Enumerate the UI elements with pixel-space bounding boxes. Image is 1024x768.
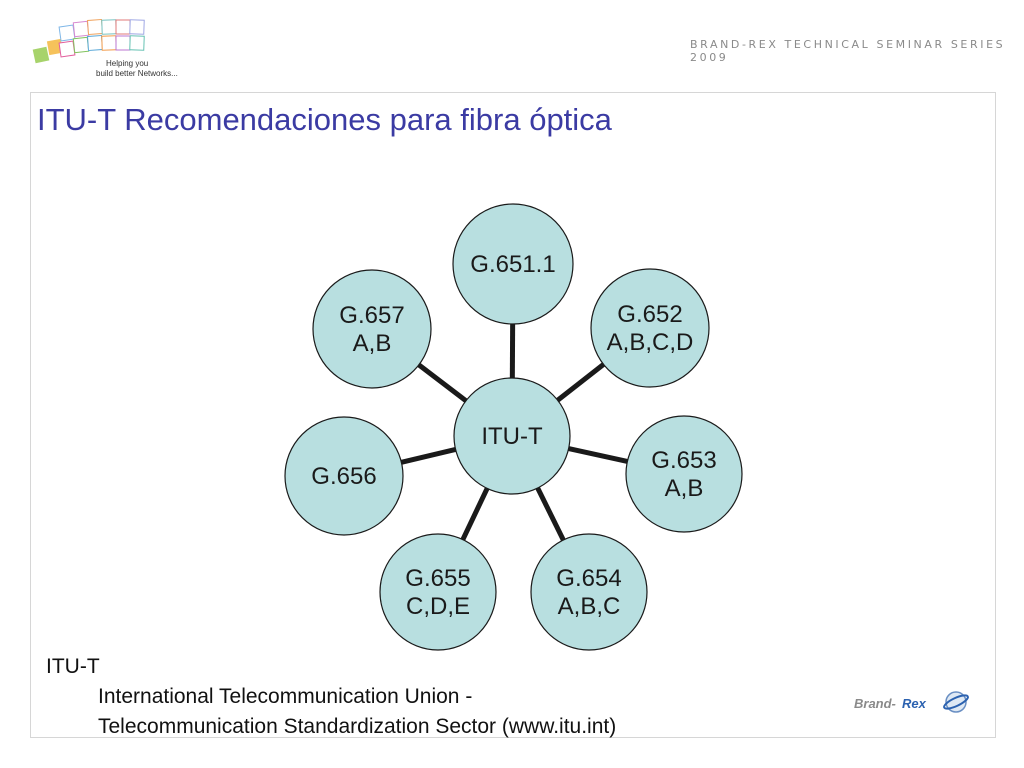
node-g6511-label-1: G.651.1: [470, 251, 555, 278]
connector-g653: [568, 446, 628, 464]
node-g652-label-2: A,B,C,D: [607, 329, 694, 356]
seminar-series-label: BRAND-REX TECHNICAL SEMINAR SERIES 2009: [690, 38, 1006, 64]
connector-g657: [417, 362, 468, 403]
node-g652-label-1: G.652: [617, 301, 682, 328]
node-g654-label-2: A,B,C: [558, 593, 621, 620]
connector-g656: [400, 447, 457, 465]
logo-tagline-2: build better Networks...: [96, 69, 178, 78]
node-g656-circle: [284, 416, 404, 536]
brand-rex-logo: Brand- Rex: [854, 691, 969, 713]
node-g655-label-2: C,D,E: [406, 593, 470, 620]
node-g6511: G.651.1: [452, 203, 574, 325]
better-networks-logo: Helping you build better Networks...: [32, 18, 178, 78]
slide-title: ITU-T Recomendaciones para fibra óptica: [37, 102, 612, 137]
hub-node-itu-t-circle: [453, 377, 571, 495]
node-g656-label-1: G.656: [311, 463, 376, 490]
node-g657-label-2: A,B: [353, 330, 392, 357]
connector-g655: [460, 487, 490, 541]
connectors: [400, 323, 628, 542]
footer-definition: ITU-T International Telecommunication Un…: [46, 652, 616, 742]
node-g652-circle: [590, 268, 710, 388]
connector-g652: [556, 362, 606, 403]
node-g654-label-1: G.654: [556, 565, 621, 592]
node-g655-circle: [379, 533, 497, 651]
node-g657-label-1: G.657: [339, 302, 404, 329]
node-g653-label-2: A,B: [665, 475, 704, 502]
logo-blocks: [32, 18, 145, 64]
footer-line-1: International Telecommunication Union -: [98, 685, 473, 708]
slide-frame: [30, 92, 996, 738]
hub-node-itu-t: ITU-T: [453, 377, 571, 495]
footer-acronym: ITU-T: [46, 655, 100, 678]
connector-g654: [535, 486, 566, 542]
hub-node-itu-t-label-1: ITU-T: [481, 423, 543, 450]
node-g654-circle: [530, 533, 648, 651]
globe-icon: [943, 691, 969, 713]
footer-line-2: Telecommunication Standardization Sector…: [98, 715, 617, 738]
brand-rex-text-2: Rex: [902, 696, 927, 711]
node-g656: G.656: [284, 416, 404, 536]
logo-tagline-1: Helping you: [106, 59, 148, 68]
node-g653-label-1: G.653: [651, 447, 716, 474]
brand-rex-text-1: Brand-: [854, 696, 896, 711]
node-g655-label-1: G.655: [405, 565, 470, 592]
nodes: ITU-TG.651.1G.652A,B,C,DG.653A,BG.654A,B…: [284, 203, 743, 651]
node-g657-circle: [312, 269, 432, 389]
node-g6511-circle: [452, 203, 574, 325]
node-g653-circle: [625, 415, 743, 533]
